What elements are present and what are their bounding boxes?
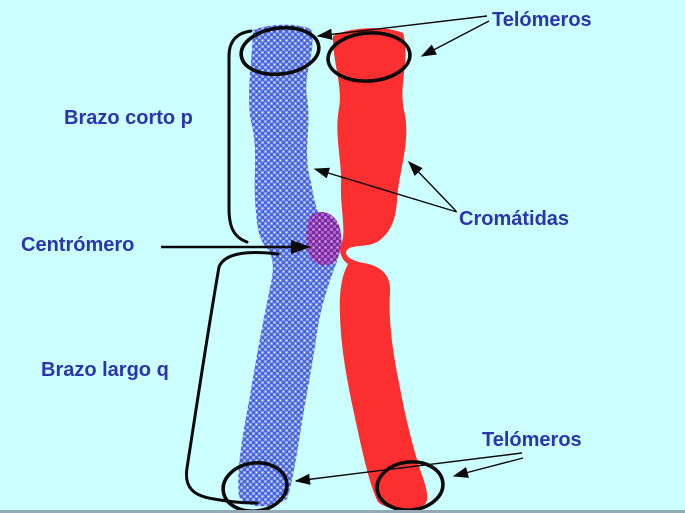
telomere-circle-top-left <box>239 25 321 77</box>
red-chromatid <box>332 28 428 510</box>
arrow-telomeres-top-to-red <box>420 20 490 57</box>
arrow-telomeres-bottom-to-blue <box>294 452 523 485</box>
telomere-circle-bottom-right <box>375 460 445 510</box>
telomere-circle-top-right <box>326 31 412 83</box>
long-arm-bracket <box>184 251 280 505</box>
short-arm-bracket <box>227 29 253 244</box>
telomere-circle-bottom-left <box>221 461 289 510</box>
centromere-region <box>306 211 342 266</box>
arrow-telomeres-bottom-to-red <box>452 457 524 478</box>
arrow-chromatids-to-blue <box>313 167 458 213</box>
label-centromere: Centrómero <box>21 234 135 256</box>
label-long-arm: Brazo largo q <box>41 359 169 381</box>
blue-chromatid <box>238 24 339 507</box>
label-chromatids: Cromátidas <box>459 208 570 230</box>
label-telomeres-bottom: Telómeros <box>482 429 582 451</box>
arrow-chromatids-to-red <box>408 160 457 212</box>
arrow-centromere-head <box>291 240 311 254</box>
label-short-arm: Brazo corto p <box>64 107 193 129</box>
arrow-telomeres-top-to-blue <box>316 15 488 40</box>
label-telomeres-top: Telómeros <box>492 9 592 31</box>
